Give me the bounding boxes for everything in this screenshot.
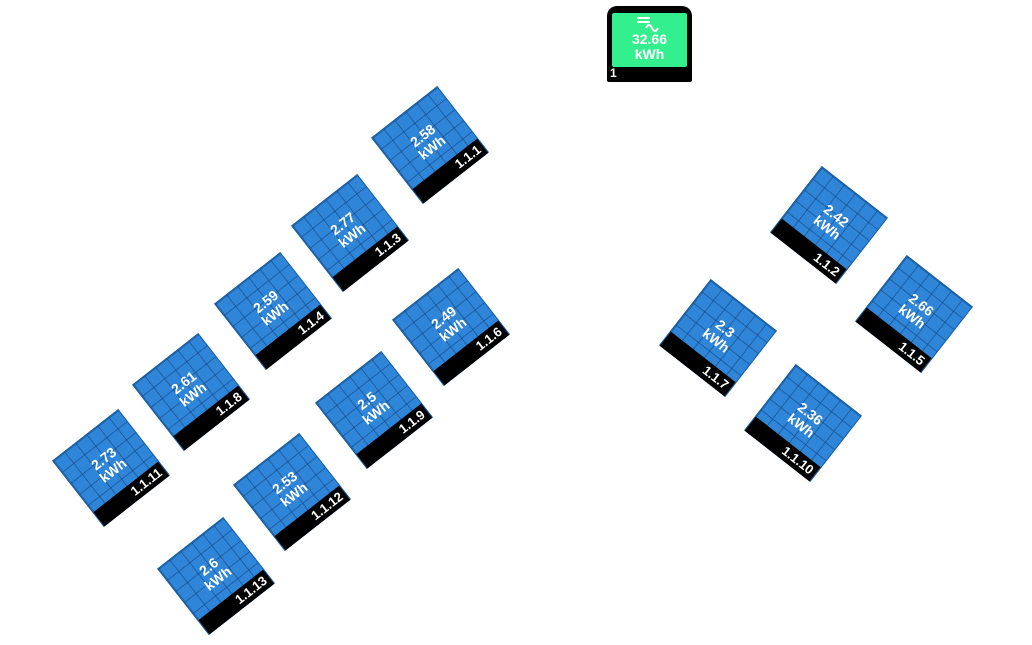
inverter-screen: 32.66 kWh — [612, 13, 687, 67]
inverter-energy-unit: kWh — [634, 46, 665, 62]
inverter-id: 1 — [610, 66, 617, 80]
inverter-energy: 32.66 kWh — [612, 32, 687, 62]
ac-sine-icon — [637, 17, 659, 32]
inverter-energy-value: 32.66 — [631, 31, 668, 47]
inverter[interactable]: 32.66 kWh 1 — [607, 6, 692, 82]
